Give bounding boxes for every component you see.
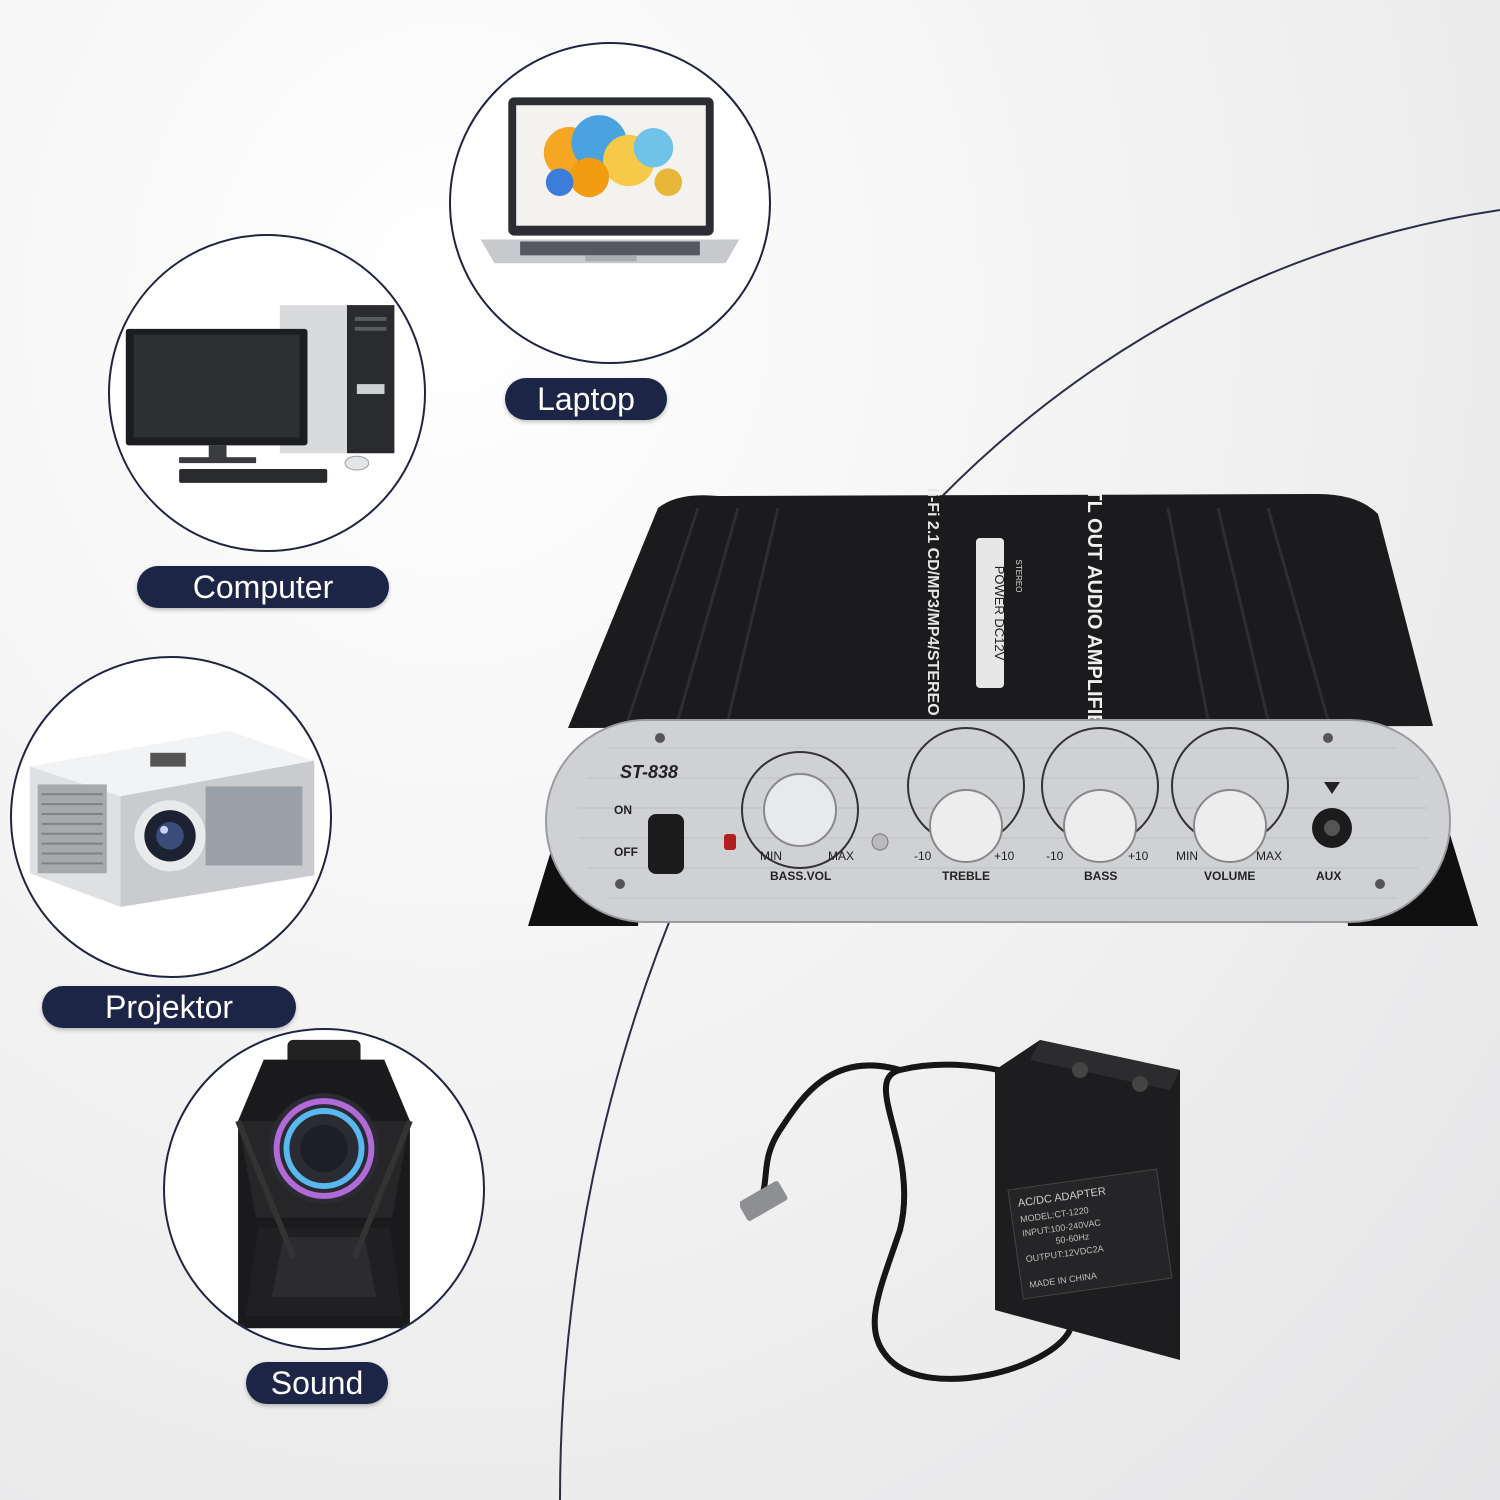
- speaker-icon: [235, 1039, 413, 1329]
- projector-circle: [10, 656, 332, 978]
- plug-pin-icon: [1072, 1062, 1088, 1078]
- amp-power-label: POWER DC12V: [992, 566, 1007, 661]
- computer-circle: [108, 234, 426, 552]
- laptop-label: Laptop: [505, 378, 667, 420]
- knob4-max-label: MAX: [1256, 849, 1282, 863]
- power-adapter-image: AC/DC ADAPTER MODEL:CT-1220 INPUT:100-24…: [740, 1040, 1180, 1382]
- knob3-min-label: -10: [1046, 849, 1064, 863]
- knob1-max-label: MAX: [828, 849, 854, 863]
- amp-top-subtitle: Hi-Fi 2.1 CD/MP3/MP4/STEREO AMP: [924, 488, 941, 755]
- knob-bass-vol-ring: [741, 751, 859, 869]
- knob4-min-label: MIN: [1176, 849, 1198, 863]
- projector-label: Projektor: [42, 986, 296, 1028]
- knob2-name-label: TREBLE: [942, 869, 990, 883]
- knob-bass[interactable]: [1063, 789, 1137, 863]
- sound-circle: [163, 1028, 485, 1350]
- amp-top-title: BTL OUT AUDIO AMPLIFIER: [1083, 488, 1105, 743]
- screw-icon: [1375, 879, 1385, 889]
- screw-icon: [615, 879, 625, 889]
- projector-icon: [29, 731, 315, 907]
- power-switch[interactable]: [648, 814, 684, 874]
- power-led: [724, 834, 736, 850]
- switch-off-label: OFF: [614, 845, 638, 859]
- plug-pin-icon: [1132, 1076, 1148, 1092]
- knob1-name-label: BASS.VOL: [770, 869, 831, 883]
- amp-stereo-label: STEREO: [1014, 560, 1023, 593]
- knob4-name-label: VOLUME: [1204, 869, 1255, 883]
- bass-led: [871, 833, 889, 851]
- knob3-max-label: +10: [1128, 849, 1149, 863]
- knob-volume[interactable]: [1193, 789, 1267, 863]
- knob1-min-label: MIN: [760, 849, 782, 863]
- knob2-max-label: +10: [994, 849, 1015, 863]
- screw-icon: [1323, 733, 1333, 743]
- dc-plug: [740, 1181, 788, 1221]
- screw-icon: [655, 733, 665, 743]
- amp-power-badge: [976, 538, 1004, 688]
- amp-model-label: ST-838: [620, 762, 678, 782]
- amplifier-image: BTL OUT AUDIO AMPLIFIER Hi-Fi 2.1 CD/MP3…: [528, 488, 1478, 926]
- sound-label: Sound: [246, 1362, 388, 1404]
- aux-label: AUX: [1316, 869, 1341, 883]
- desktop-computer-icon: [125, 305, 395, 483]
- switch-on-label: ON: [614, 803, 632, 817]
- adapter-freq: 50-60Hz: [1055, 1231, 1091, 1246]
- computer-label: Computer: [137, 566, 389, 608]
- laptop-icon: [480, 97, 740, 264]
- aux-arrow-icon: [1324, 782, 1340, 794]
- knob-bass-vol[interactable]: [763, 773, 837, 847]
- knob2-min-label: -10: [914, 849, 932, 863]
- laptop-circle: [449, 42, 771, 364]
- knob3-name-label: BASS: [1084, 869, 1117, 883]
- knob-treble[interactable]: [929, 789, 1003, 863]
